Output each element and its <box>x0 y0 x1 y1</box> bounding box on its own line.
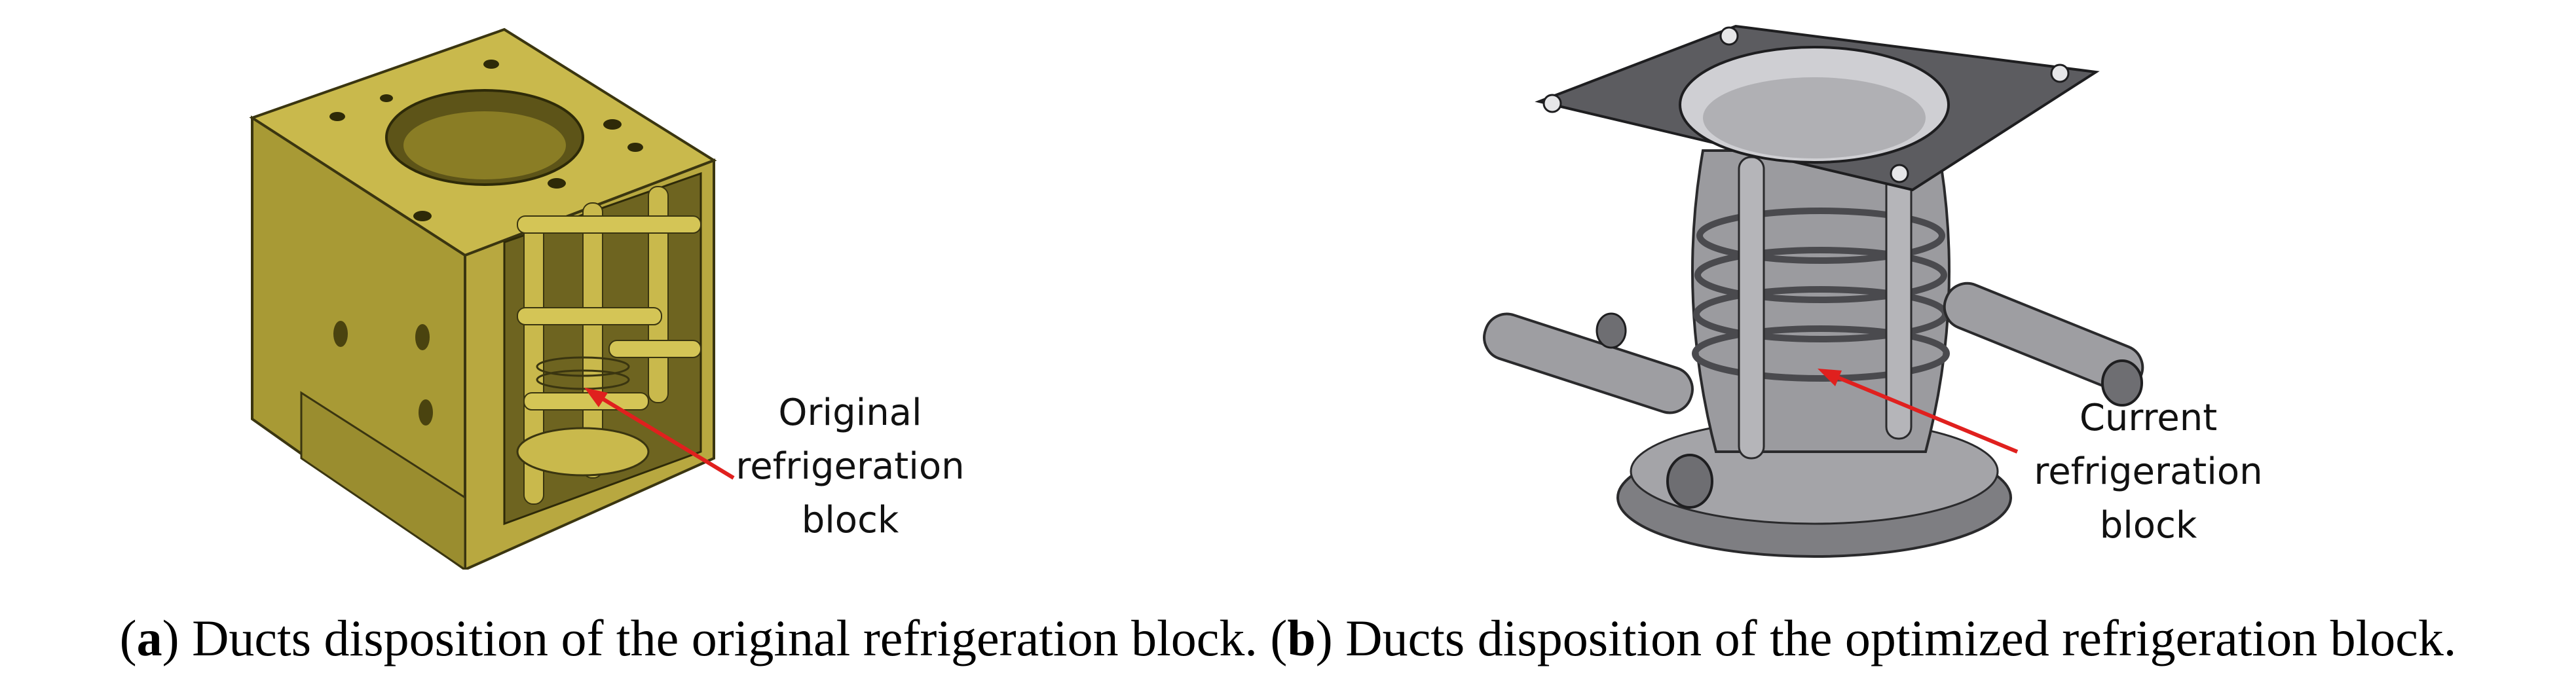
arrow-a <box>591 391 735 480</box>
pipe-end <box>1666 454 1713 509</box>
ring-groove <box>536 356 630 377</box>
current-block-drawing <box>1483 24 2144 558</box>
annotation-line: refrigeration <box>736 445 965 488</box>
horizontal-duct <box>523 392 649 410</box>
horizontal-duct <box>517 215 701 234</box>
panel-b-current-block <box>1441 0 2358 570</box>
bolt-hole <box>2050 64 2070 83</box>
caption-text-a: Ducts disposition of the original refrig… <box>179 610 1258 666</box>
vertical-pipe <box>1885 156 1913 440</box>
bolt-hole <box>627 143 643 152</box>
annotation-original-block: Original refrigeration block <box>719 386 981 547</box>
lower-bore <box>516 427 650 477</box>
original-block-drawing <box>249 27 735 570</box>
block-step <box>300 391 466 570</box>
annotation-current-block: Current refrigeration block <box>2011 392 2286 553</box>
pipe-end <box>2101 359 2143 407</box>
coil-ring <box>1696 208 1945 264</box>
annotation-line: Original <box>778 392 922 434</box>
bolt-hole <box>548 178 566 189</box>
side-hole <box>415 324 430 350</box>
arrow-a-head <box>584 388 608 407</box>
bolt-hole <box>413 211 432 221</box>
panel-a-original-block <box>216 0 1068 570</box>
side-hole <box>333 321 348 347</box>
annotation-line: Current <box>2079 397 2218 439</box>
arrow-b-head <box>1818 369 1842 386</box>
bolt-hole <box>1719 26 1739 46</box>
bolt-hole <box>1890 164 1909 183</box>
annotation-line: refrigeration <box>2034 450 2263 493</box>
bolt-hole <box>1542 94 1562 113</box>
flange-bore-inner <box>1703 77 1926 158</box>
pipe-end <box>1596 312 1627 349</box>
coil-ring <box>1692 325 1950 382</box>
main-bore-inner <box>403 111 566 179</box>
annotation-line: block <box>801 499 899 541</box>
caption-letter-a: a <box>136 610 162 666</box>
annotation-line: block <box>2099 504 2197 547</box>
side-arm-left <box>1483 312 1694 414</box>
arrow-b <box>1826 371 2019 454</box>
caption-text-b: Ducts disposition of the optimized refri… <box>1332 610 2457 666</box>
side-hole <box>419 399 433 426</box>
vertical-pipe <box>1738 156 1765 460</box>
coil-ring <box>1694 247 1947 303</box>
horizontal-duct <box>608 340 701 358</box>
bolt-hole <box>380 94 393 102</box>
bolt-hole <box>603 119 622 130</box>
caption-letter-b: b <box>1287 610 1316 666</box>
horizontal-duct <box>517 307 662 325</box>
bolt-hole <box>483 60 499 69</box>
ring-groove <box>536 369 630 390</box>
bolt-hole <box>329 112 345 121</box>
figure-caption: (a) Ducts disposition of the original re… <box>119 610 2457 666</box>
